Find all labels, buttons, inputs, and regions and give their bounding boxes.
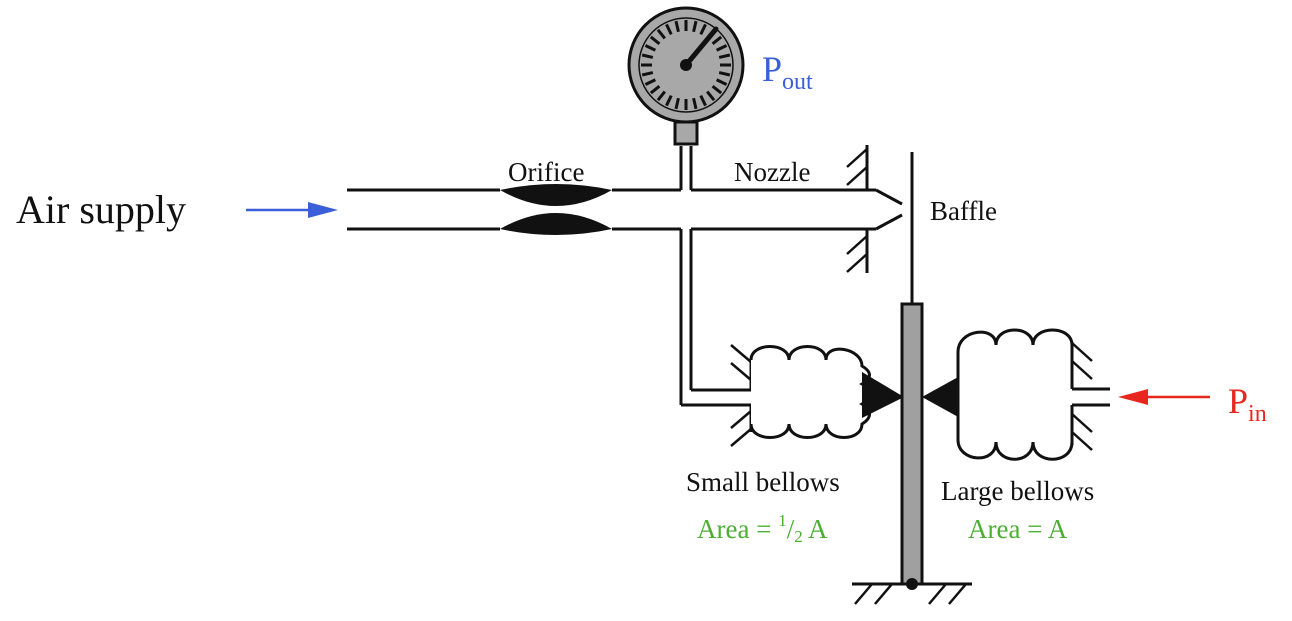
gauge-needle bbox=[683, 26, 719, 68]
nozzle-mount bbox=[846, 145, 869, 273]
gauge-tick bbox=[718, 71, 731, 77]
p-out-label: Pout bbox=[762, 49, 813, 95]
feedback-pipe bbox=[679, 229, 751, 407]
gauge-tick bbox=[656, 90, 666, 102]
air-supply-arrow bbox=[246, 202, 338, 218]
gauge-tick bbox=[649, 85, 661, 95]
gauge-tick bbox=[644, 78, 657, 86]
gauge-tick bbox=[644, 44, 657, 52]
large-area-label: Area = A bbox=[968, 514, 1068, 544]
nozzle bbox=[875, 188, 903, 231]
baffle bbox=[900, 152, 924, 590]
gauge-tick bbox=[665, 94, 673, 107]
gauge-tick bbox=[699, 94, 707, 107]
gauge-ticks bbox=[641, 20, 731, 110]
orifice-label: Orifice bbox=[508, 157, 584, 187]
gauge-tick bbox=[692, 97, 698, 110]
p-in-label: Pin bbox=[1228, 381, 1267, 427]
gauge-tick bbox=[641, 53, 654, 59]
baffle-label: Baffle bbox=[930, 196, 997, 226]
large-bellows bbox=[922, 328, 1074, 461]
gauge-tick bbox=[674, 20, 680, 33]
gauge-tick bbox=[699, 23, 707, 36]
gauge-tick bbox=[718, 53, 731, 59]
gauge-tick bbox=[692, 20, 698, 33]
gauge-tick bbox=[711, 85, 723, 95]
orifice bbox=[500, 184, 612, 235]
nozzle-label: Nozzle bbox=[734, 157, 810, 187]
small-area-label: Area = 1/2 A bbox=[697, 511, 828, 546]
gauge-tick bbox=[715, 78, 728, 86]
small-bellows-label: Small bellows bbox=[686, 467, 840, 497]
gauge-tick bbox=[674, 97, 680, 110]
gauge-stem bbox=[673, 120, 699, 190]
small-bellows bbox=[749, 345, 904, 439]
gauge-tick bbox=[711, 35, 723, 45]
p-in-arrow bbox=[1118, 389, 1210, 405]
beam bbox=[900, 302, 924, 586]
gauge-tick bbox=[715, 44, 728, 52]
gauge-tick bbox=[665, 23, 673, 36]
gauge-tick bbox=[706, 90, 716, 102]
gauge-tick bbox=[649, 35, 661, 45]
gauge-tick bbox=[656, 28, 666, 40]
air-supply-label: Air supply bbox=[16, 187, 186, 232]
small-bellows-mount bbox=[730, 344, 753, 447]
supply-pipe bbox=[347, 188, 876, 231]
large-bellows-mount bbox=[1070, 342, 1110, 451]
pivot-ground bbox=[852, 582, 972, 605]
gauge-tick bbox=[641, 71, 654, 77]
large-bellows-label: Large bellows bbox=[941, 476, 1094, 506]
pressure-gauge bbox=[627, 6, 745, 124]
